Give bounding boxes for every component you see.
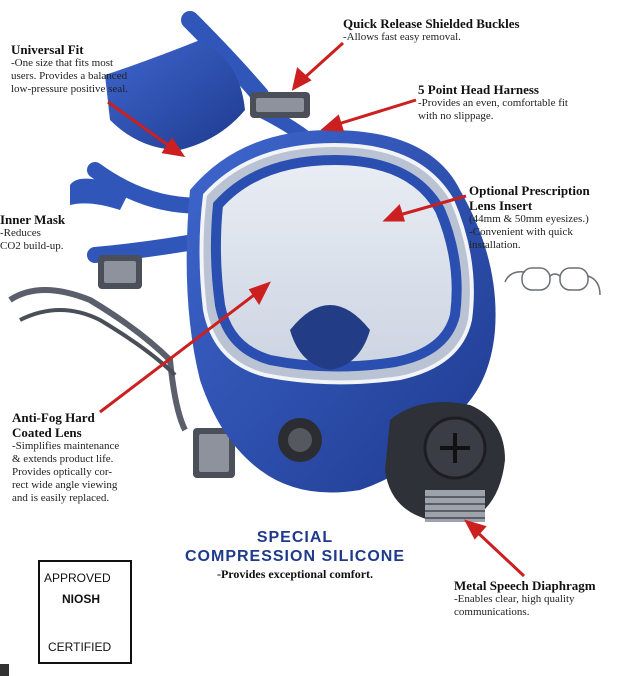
callout-quick-release-buckles: Quick Release Shielded Buckles -Allows f… bbox=[343, 16, 583, 44]
callout-desc: -Enables clear, high quality communicati… bbox=[454, 593, 575, 618]
callout-arrows bbox=[99, 41, 526, 578]
callout-title: Inner Mask bbox=[0, 212, 66, 227]
callout-desc: -One size that fits most users. Provides… bbox=[11, 57, 128, 95]
harness-side-strap bbox=[70, 178, 130, 210]
callout-anti-fog-lens: Anti-Fog Hard Coated Lens -Simplifies ma… bbox=[12, 410, 162, 505]
callout-title: Metal Speech Diaphragm bbox=[454, 578, 596, 593]
callout-inner-mask: Inner Mask -Reduces CO2 build-up. bbox=[0, 212, 90, 253]
harness-back-pad bbox=[105, 40, 245, 150]
special-line-3: -Provides exceptional comfort. bbox=[216, 567, 374, 581]
callout-desc: (44mm & 50mm eyesizes.) -Convenient with… bbox=[469, 213, 589, 251]
inner-mask bbox=[290, 305, 370, 370]
callout-speech-diaphragm: Metal Speech Diaphragm -Enables clear, h… bbox=[454, 578, 624, 619]
callout-title: Optional Prescription Lens Insert bbox=[469, 183, 590, 213]
special-line-2: COMPRESSION SILICONE bbox=[184, 548, 406, 565]
callout-title: Quick Release Shielded Buckles bbox=[343, 16, 520, 31]
callout-prescription-lens: Optional Prescription Lens Insert (44mm … bbox=[469, 183, 629, 252]
niosh-approved-text: APPROVED bbox=[44, 571, 111, 585]
prescription-lens-insert-icon bbox=[504, 267, 601, 296]
buckles bbox=[98, 92, 310, 478]
speech-diaphragm bbox=[385, 402, 505, 522]
callout-desc: -Allows fast easy removal. bbox=[343, 31, 461, 43]
special-compression-silicone: SPECIAL COMPRESSION SILICONE -Provides e… bbox=[180, 528, 410, 582]
niosh-certified-text: CERTIFIED bbox=[48, 640, 112, 654]
corner-mark bbox=[0, 664, 9, 676]
neck-strap bbox=[8, 287, 188, 432]
niosh-text: NIOSH bbox=[62, 592, 101, 606]
special-line-1: SPECIAL bbox=[256, 529, 334, 546]
callout-desc: -Simplifies maintenance & extends produc… bbox=[12, 440, 120, 504]
callout-desc: -Reduces CO2 build-up. bbox=[0, 227, 64, 252]
callout-universal-fit: Universal Fit -One size that fits most u… bbox=[11, 42, 171, 96]
callout-head-harness: 5 Point Head Harness -Provides an even, … bbox=[418, 82, 618, 123]
callout-title: Universal Fit bbox=[11, 42, 84, 57]
callout-title: 5 Point Head Harness bbox=[418, 82, 539, 97]
callout-title: Anti-Fog Hard Coated Lens bbox=[12, 410, 95, 440]
niosh-approved-badge: APPROVED NIOSH CERTIFIED bbox=[38, 560, 132, 664]
callout-desc: -Provides an even, comfortable fit with … bbox=[418, 97, 568, 122]
